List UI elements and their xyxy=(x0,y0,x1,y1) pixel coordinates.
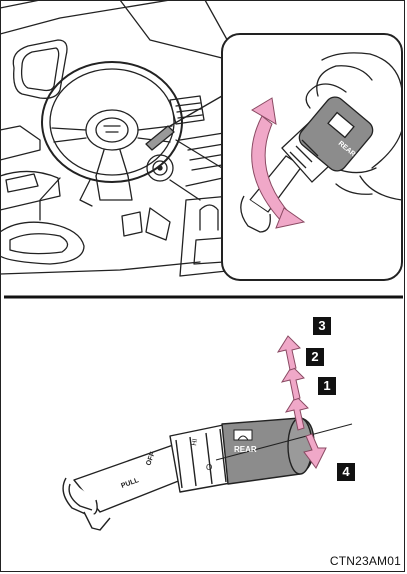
up-arrow-2 xyxy=(282,366,304,400)
step-label-4: 4 xyxy=(337,463,355,481)
step-label-3: 3 xyxy=(313,317,331,335)
car-interior-illustration xyxy=(0,0,236,276)
figure-code: CTN23AM01 xyxy=(330,554,401,568)
step-label-2: 2 xyxy=(306,348,324,366)
zoom-box: REAR xyxy=(222,34,402,280)
rear-wiper-icon xyxy=(234,430,252,440)
step-label-1: 1 xyxy=(318,377,336,395)
collar-mark-o: O xyxy=(206,463,212,472)
collar-mark-hi: HI xyxy=(191,438,199,446)
up-arrow-3 xyxy=(278,336,300,370)
rear-switch-label: REAR xyxy=(234,445,257,454)
